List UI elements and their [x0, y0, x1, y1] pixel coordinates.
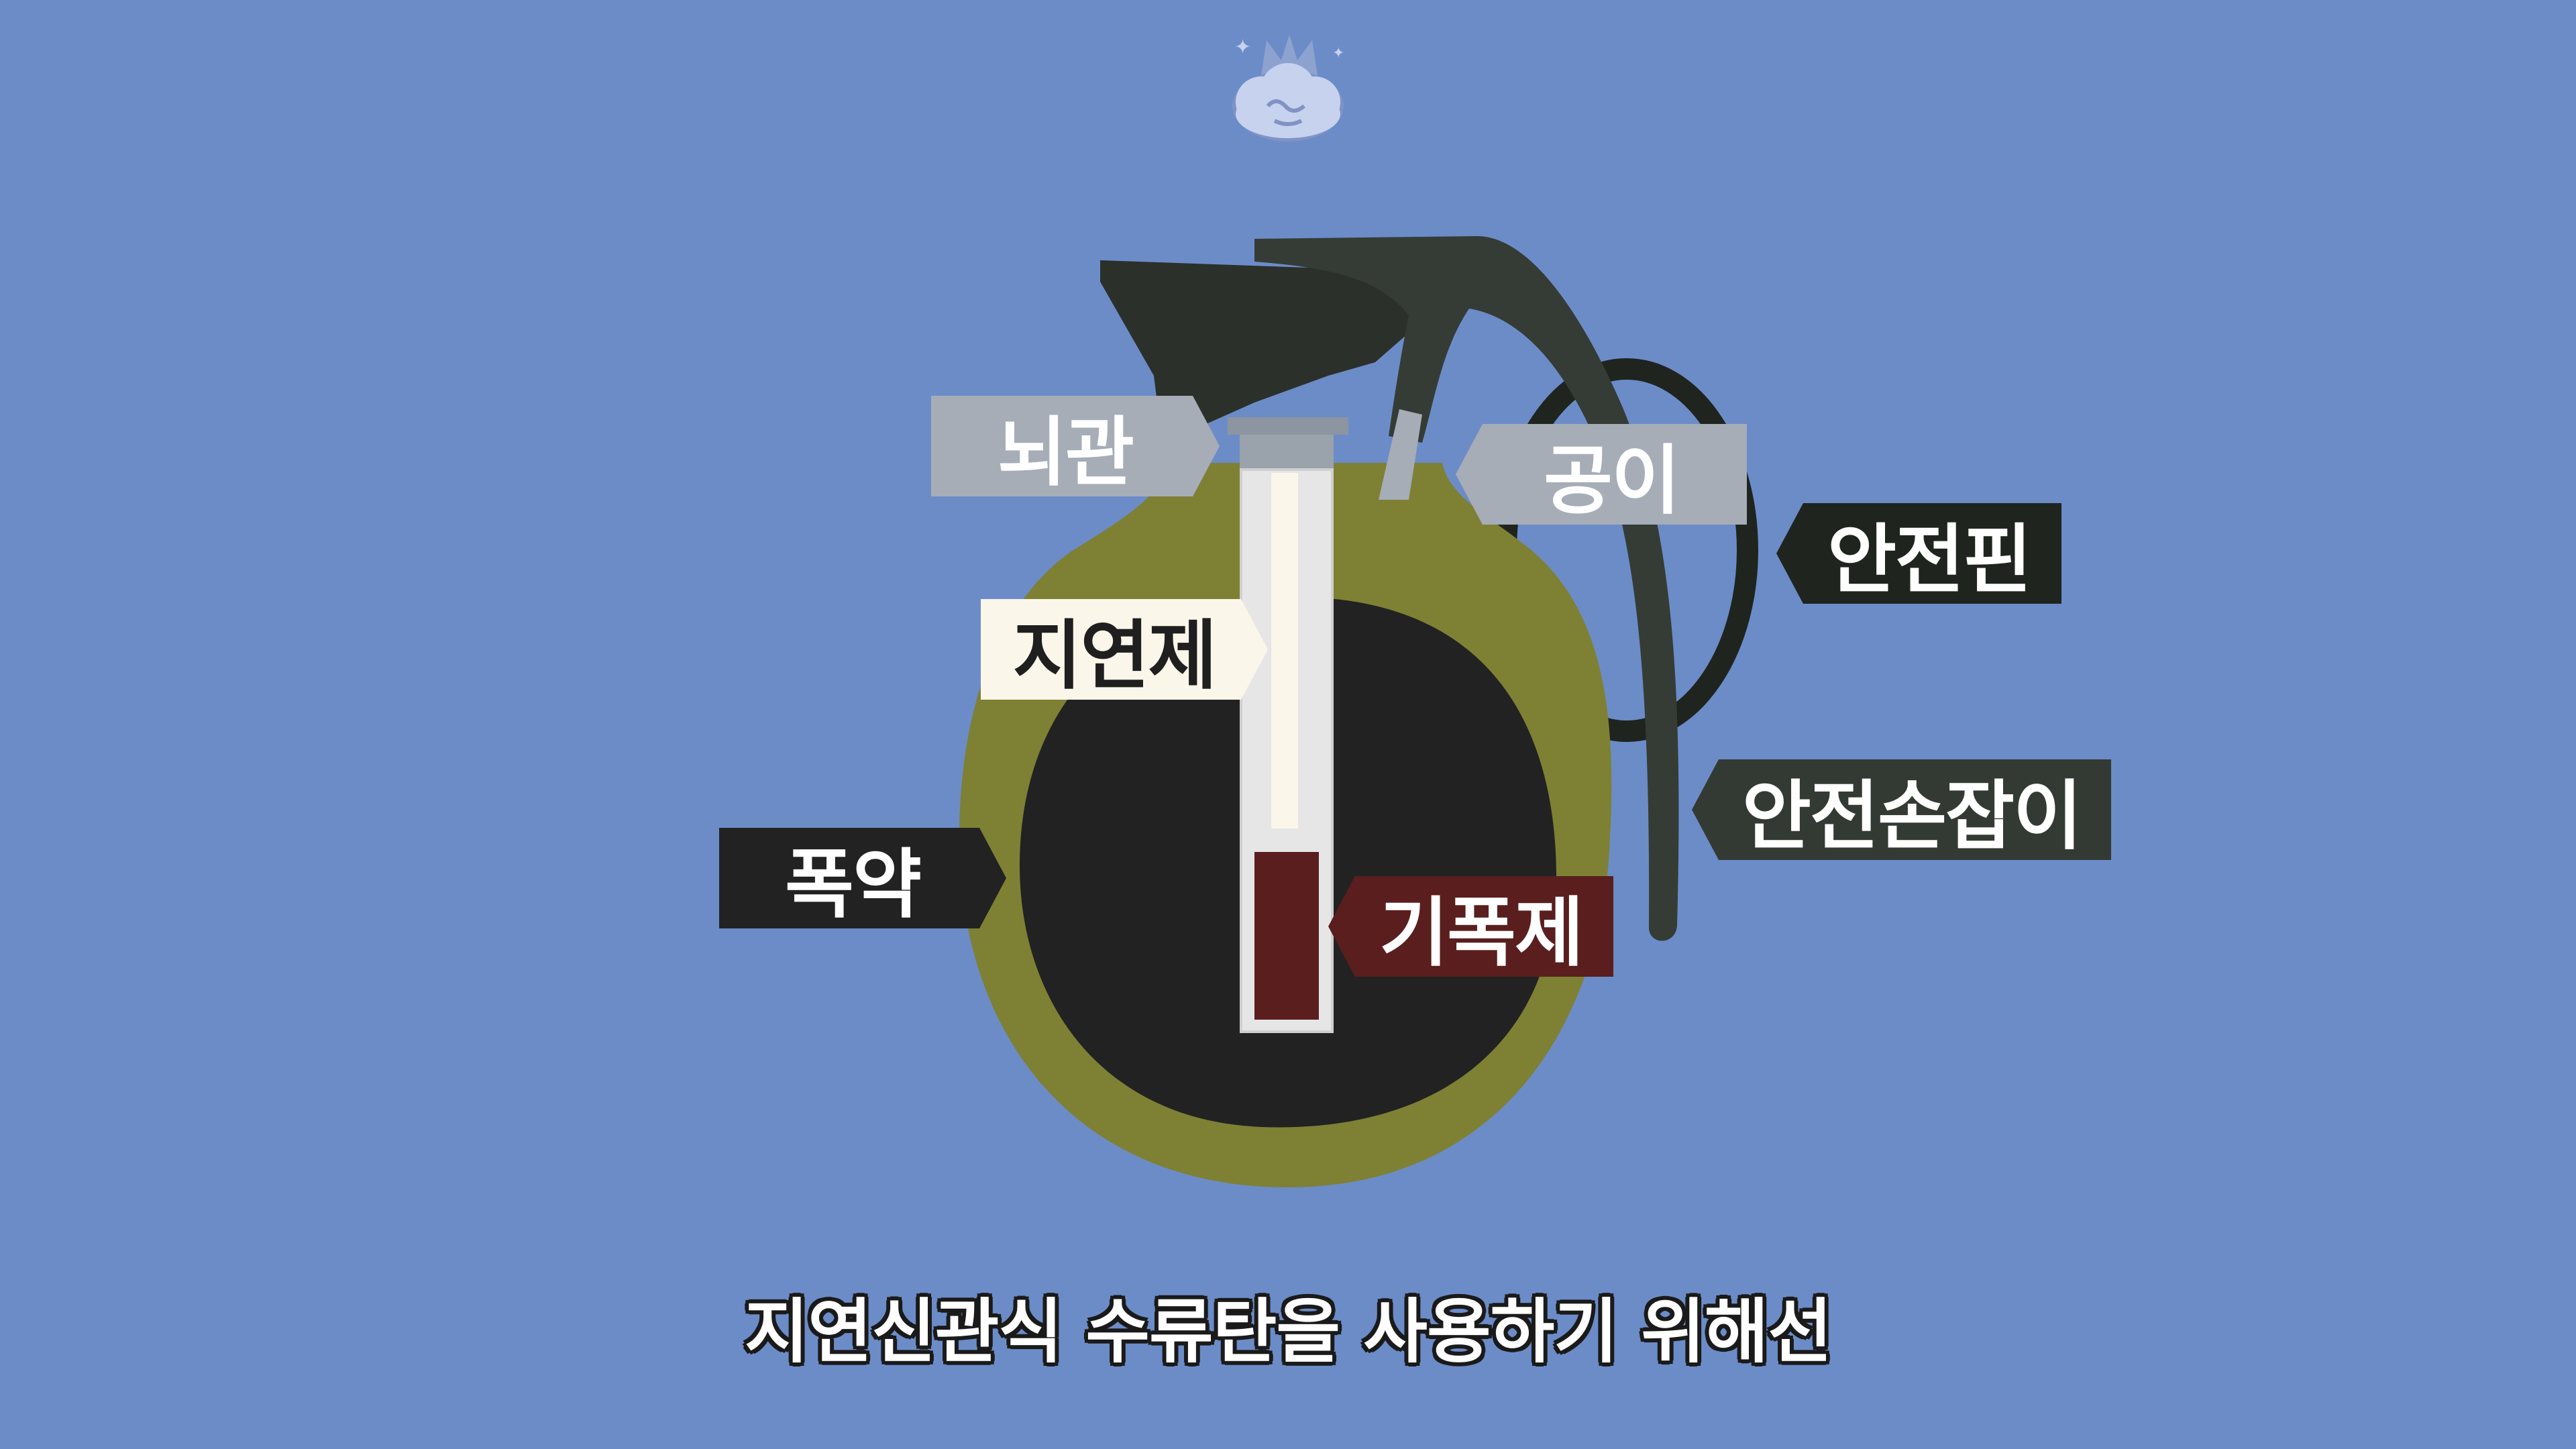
- label-striker: 공이: [1456, 424, 1747, 525]
- delay-element-shape: [1271, 473, 1298, 828]
- label-primer: 기폭제: [1328, 876, 1613, 977]
- label-explosive: 폭약: [719, 828, 1006, 928]
- label-detonator-text: 뇌관: [997, 409, 1134, 496]
- fuse-cap: [1100, 260, 1429, 429]
- detonator-top: [1228, 417, 1348, 435]
- label-delay-element-text: 지연제: [1012, 612, 1216, 700]
- label-striker-text: 공이: [1543, 437, 1680, 525]
- svg-text:✦: ✦: [1234, 36, 1251, 59]
- svg-text:✦: ✦: [1332, 45, 1344, 62]
- striker-shape: [1379, 409, 1422, 500]
- label-primer-text: 기폭제: [1379, 890, 1584, 977]
- label-delay-element: 지연제: [981, 599, 1268, 700]
- label-explosive-text: 폭약: [784, 841, 921, 928]
- label-detonator: 뇌관: [931, 396, 1220, 496]
- subtitle: 지연신관식 수류탄을 사용하기 위해선: [744, 1291, 1833, 1373]
- label-safety-lever: 안전손잡이: [1692, 759, 2111, 860]
- label-safety-pin-text: 안전핀: [1827, 517, 2032, 604]
- label-safety-lever-text: 안전손잡이: [1741, 773, 2082, 860]
- cloud-crown-icon: ✦ ✦: [1232, 35, 1344, 142]
- primer-shape: [1254, 852, 1319, 1020]
- label-safety-pin: 안전핀: [1776, 503, 2061, 604]
